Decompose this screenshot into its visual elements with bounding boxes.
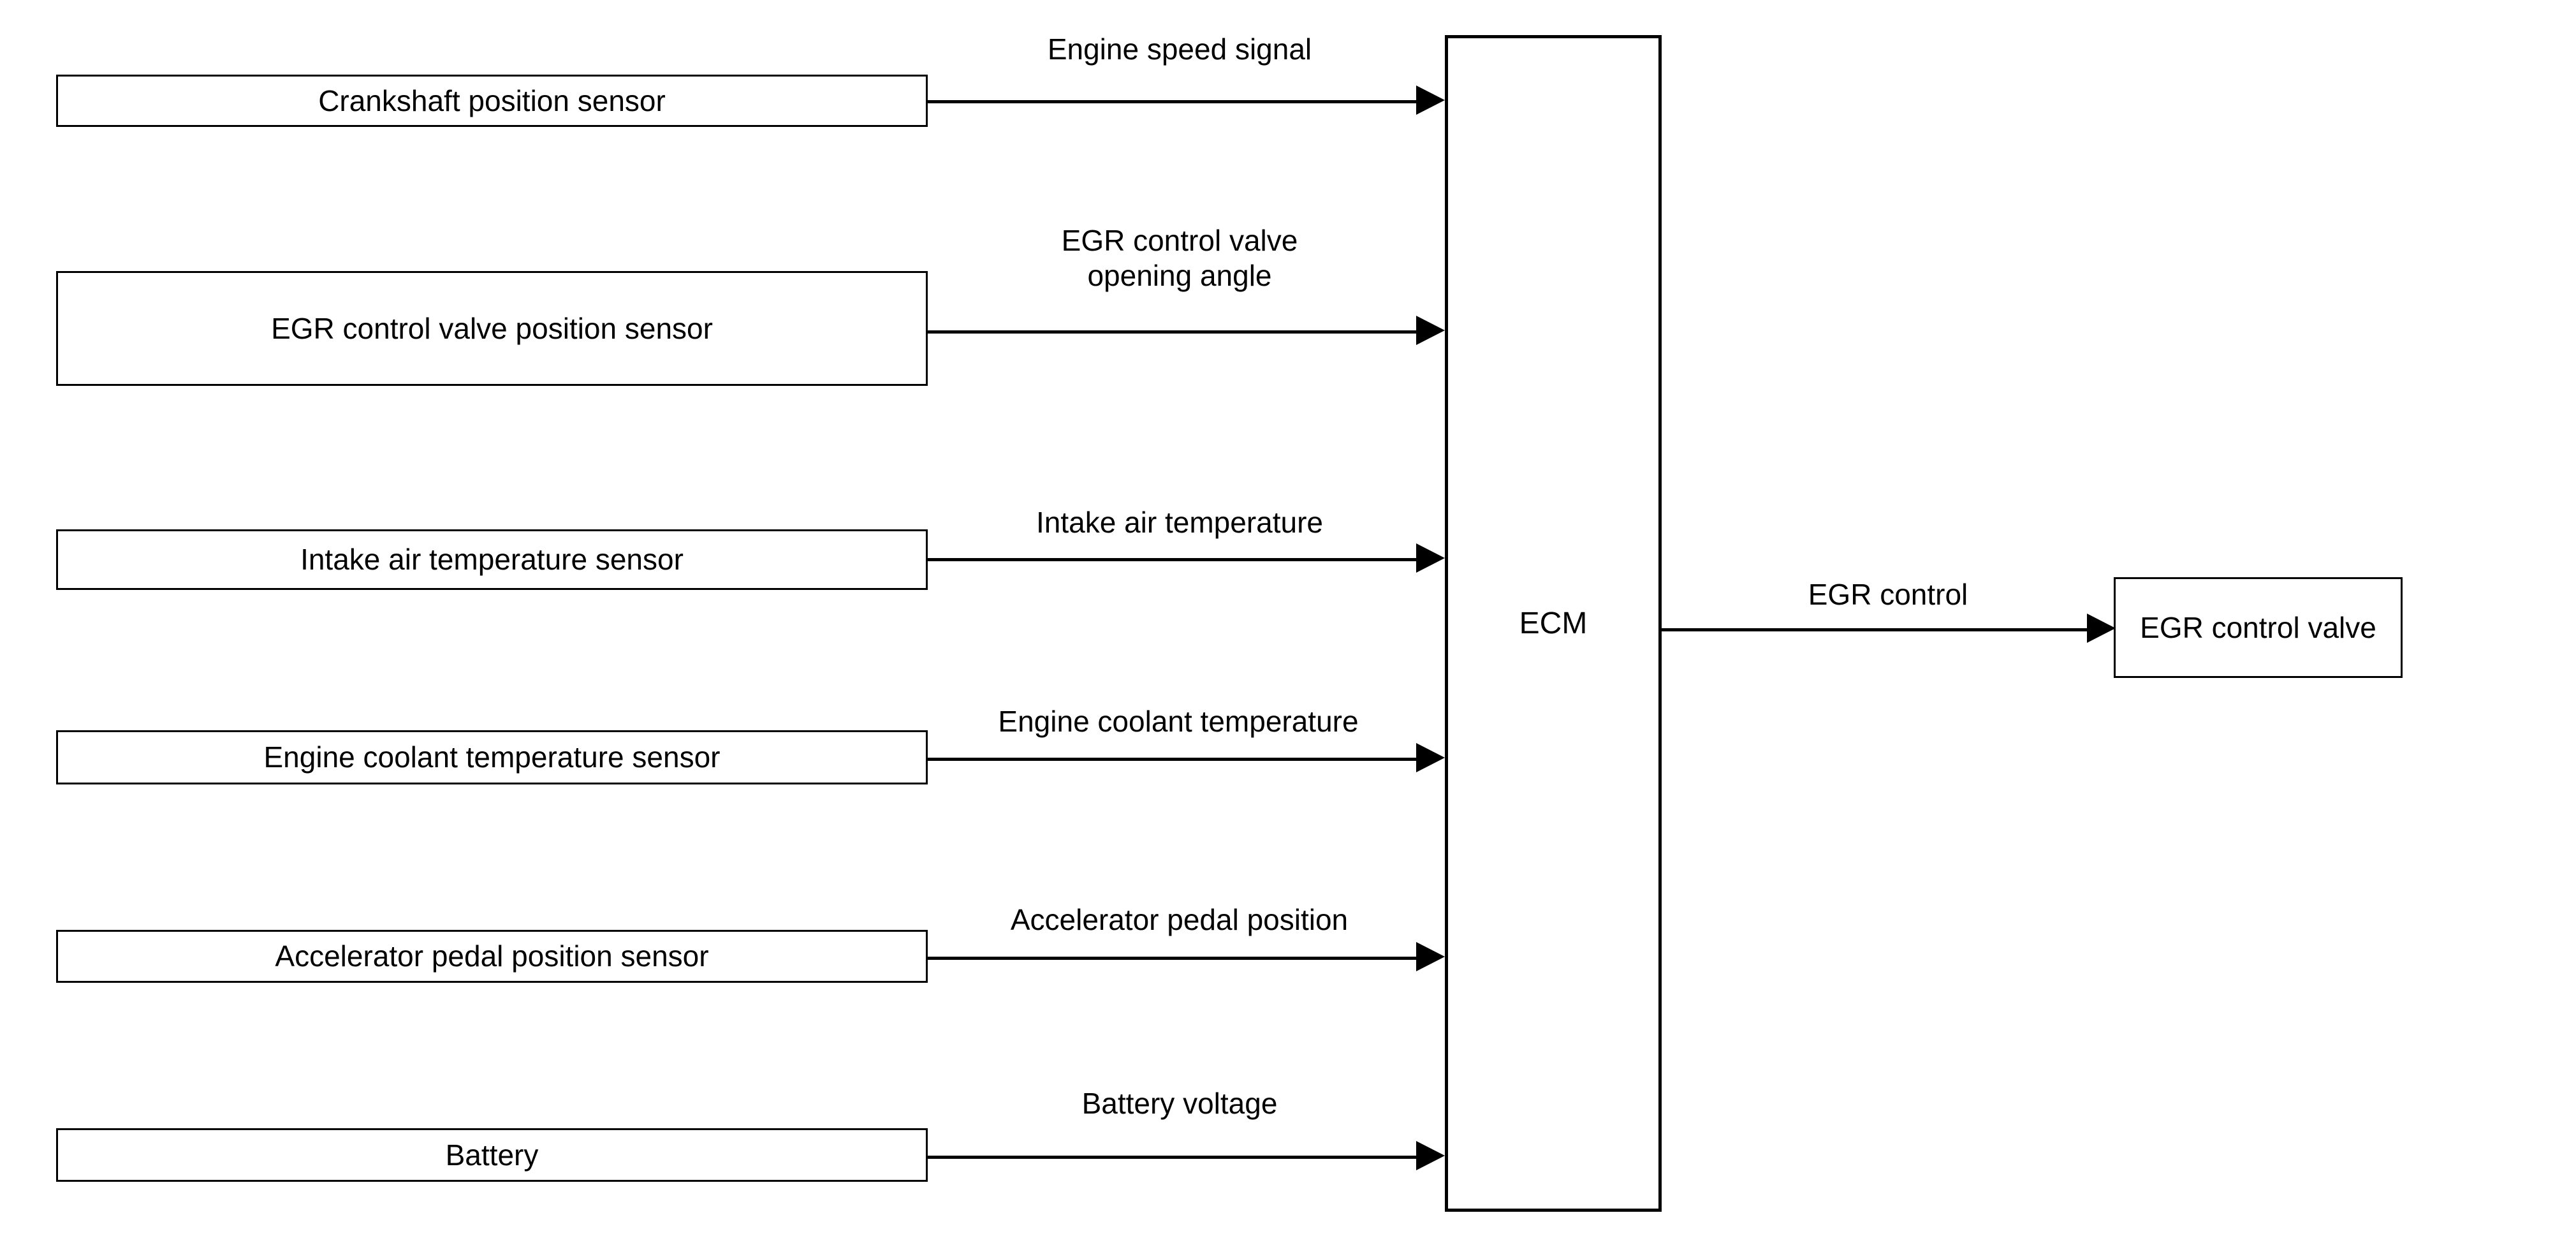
arrow-head-icon-intake-air-temperature	[1416, 543, 1445, 573]
edge-label-engine-speed-signal: Engine speed signal	[1047, 33, 1312, 66]
node-label: ECM	[1519, 606, 1588, 640]
arrow-head-icon-egr-control	[2087, 614, 2116, 643]
arrow-line-battery-voltage	[928, 1156, 1416, 1159]
edge-label-intake-air-temperature: Intake air temperature	[1036, 506, 1323, 539]
node-label: Crankshaft position sensor	[318, 84, 666, 117]
node-egr-control-valve-position-sensor[interactable]: EGR control valve position sensor	[56, 271, 928, 386]
node-egr-control-valve[interactable]: EGR control valve	[2114, 577, 2403, 678]
edge-label-accelerator-pedal-position: Accelerator pedal position	[1010, 903, 1349, 936]
edge-label-battery-voltage: Battery voltage	[1081, 1087, 1278, 1120]
node-ecm[interactable]: ECM	[1445, 35, 1662, 1212]
arrow-head-icon-egr-valve-opening-angle	[1416, 316, 1445, 345]
node-label: EGR control valve position sensor	[271, 311, 713, 345]
arrow-head-icon-accelerator-pedal-position	[1416, 942, 1445, 971]
arrow-head-icon-engine-speed-signal	[1416, 85, 1445, 115]
node-accelerator-pedal-position-sensor[interactable]: Accelerator pedal position sensor	[56, 930, 928, 983]
node-label: Battery	[445, 1138, 539, 1172]
edge-label-egr-valve-opening-angle: EGR control valve opening angle	[1061, 224, 1298, 293]
node-label: Engine coolant temperature sensor	[263, 740, 721, 774]
node-intake-air-temperature-sensor[interactable]: Intake air temperature sensor	[56, 529, 928, 590]
arrow-head-icon-battery-voltage	[1416, 1141, 1445, 1170]
node-label: EGR control valve	[2140, 610, 2376, 644]
node-label: Intake air temperature sensor	[300, 543, 684, 577]
node-battery[interactable]: Battery	[56, 1128, 928, 1182]
arrow-line-egr-valve-opening-angle	[928, 330, 1416, 334]
arrow-line-intake-air-temperature	[928, 558, 1416, 561]
arrow-line-egr-control	[1662, 628, 2087, 631]
edge-label-egr-control: EGR control	[1808, 578, 1968, 611]
arrow-head-icon-engine-coolant-temperature	[1416, 743, 1445, 772]
edge-label-engine-coolant-temperature: Engine coolant temperature	[998, 705, 1359, 738]
arrow-line-engine-coolant-temperature	[928, 758, 1416, 761]
node-crankshaft-position-sensor[interactable]: Crankshaft position sensor	[56, 75, 928, 127]
node-label: Accelerator pedal position sensor	[275, 939, 709, 973]
node-engine-coolant-temperature-sensor[interactable]: Engine coolant temperature sensor	[56, 730, 928, 784]
arrow-line-accelerator-pedal-position	[928, 957, 1416, 960]
arrow-line-engine-speed-signal	[928, 100, 1416, 103]
